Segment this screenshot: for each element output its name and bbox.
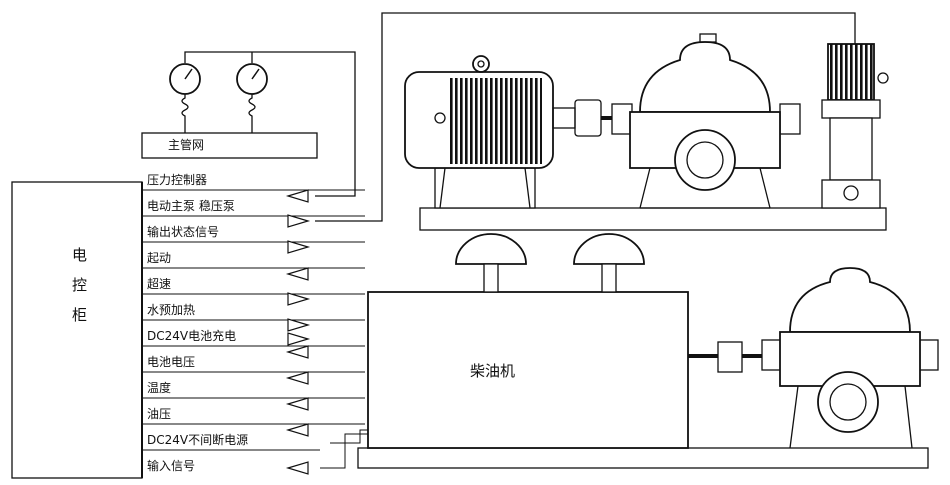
signal-label-status-output: 输出状态信号 [147, 225, 220, 239]
signal-label-start: 起动 [147, 251, 172, 265]
diesel-pump [761, 267, 939, 449]
pressure-gauge-1 [169, 63, 201, 133]
main-network-box [141, 132, 318, 159]
exhaust-vent-1 [455, 233, 527, 293]
diesel-coupling [688, 341, 762, 373]
signal-label-overspeed: 超速 [147, 277, 172, 291]
pressure-line [184, 51, 356, 197]
signal-wire-top [315, 12, 856, 222]
stabilizer-pump [821, 43, 889, 209]
main-network-label: 主管网 [168, 138, 205, 152]
cabinet-title-char-3: 柜 [72, 306, 88, 324]
lower-base [357, 447, 929, 469]
signal-label-ups: DC24V不间断电源 [147, 433, 249, 447]
electric-motor [404, 55, 612, 209]
diesel-engine [367, 291, 689, 449]
cabinet-title-char-2: 控 [72, 276, 88, 294]
upper-base [419, 207, 887, 231]
signal-label-battery-voltage: 电池电压 [147, 355, 196, 369]
signal-label-oil-pressure: 油压 [147, 407, 172, 421]
signal-label-water-preheat: 水预加热 [147, 303, 196, 317]
main-pump [611, 33, 801, 209]
control-cabinet [11, 181, 143, 479]
signal-label-pressure-controller: 压力控制器 [147, 173, 208, 187]
signal-label-input: 输入信号 [147, 459, 196, 473]
signal-label-pumps: 电动主泵 稳压泵 [147, 199, 235, 213]
pressure-gauge-2 [236, 63, 268, 133]
signal-label-battery-charge: DC24V电池充电 [147, 329, 237, 343]
signal-arrows [285, 189, 311, 475]
signal-rows [142, 189, 365, 451]
diesel-engine-label: 柴油机 [470, 362, 516, 380]
exhaust-vent-2 [573, 233, 645, 293]
signal-label-temperature: 温度 [147, 381, 172, 395]
cabinet-title-char-1: 电 [72, 246, 88, 264]
